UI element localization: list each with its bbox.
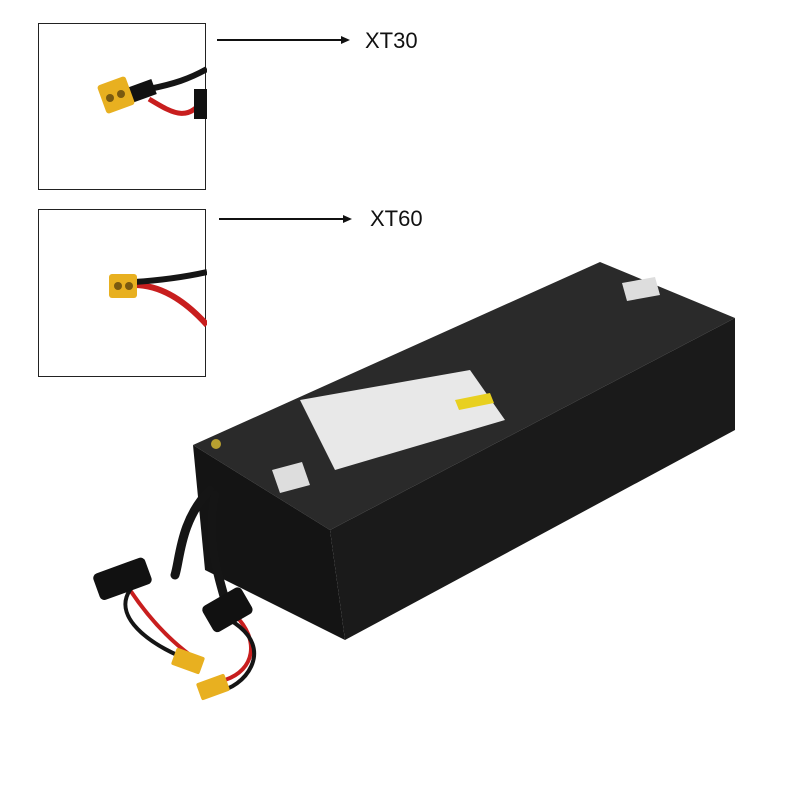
xt30-label: XT30 xyxy=(365,28,418,53)
xt30-connector-icon xyxy=(97,76,135,114)
small-sticker xyxy=(622,277,660,301)
battery-pack xyxy=(193,262,735,640)
callout-arrow-xt30 xyxy=(217,36,350,44)
vent-dot xyxy=(211,439,221,449)
xt60-label: XT60 xyxy=(370,206,423,231)
small-sticker xyxy=(272,462,310,493)
fuse-holders xyxy=(93,557,253,633)
inset-xt30 xyxy=(38,23,207,190)
callout-arrow-xt60 xyxy=(219,215,352,223)
inset-xt60 xyxy=(38,209,207,377)
xt60-connectors xyxy=(171,647,230,701)
xt60-connector-icon xyxy=(109,274,137,298)
spec-sticker xyxy=(300,370,505,470)
